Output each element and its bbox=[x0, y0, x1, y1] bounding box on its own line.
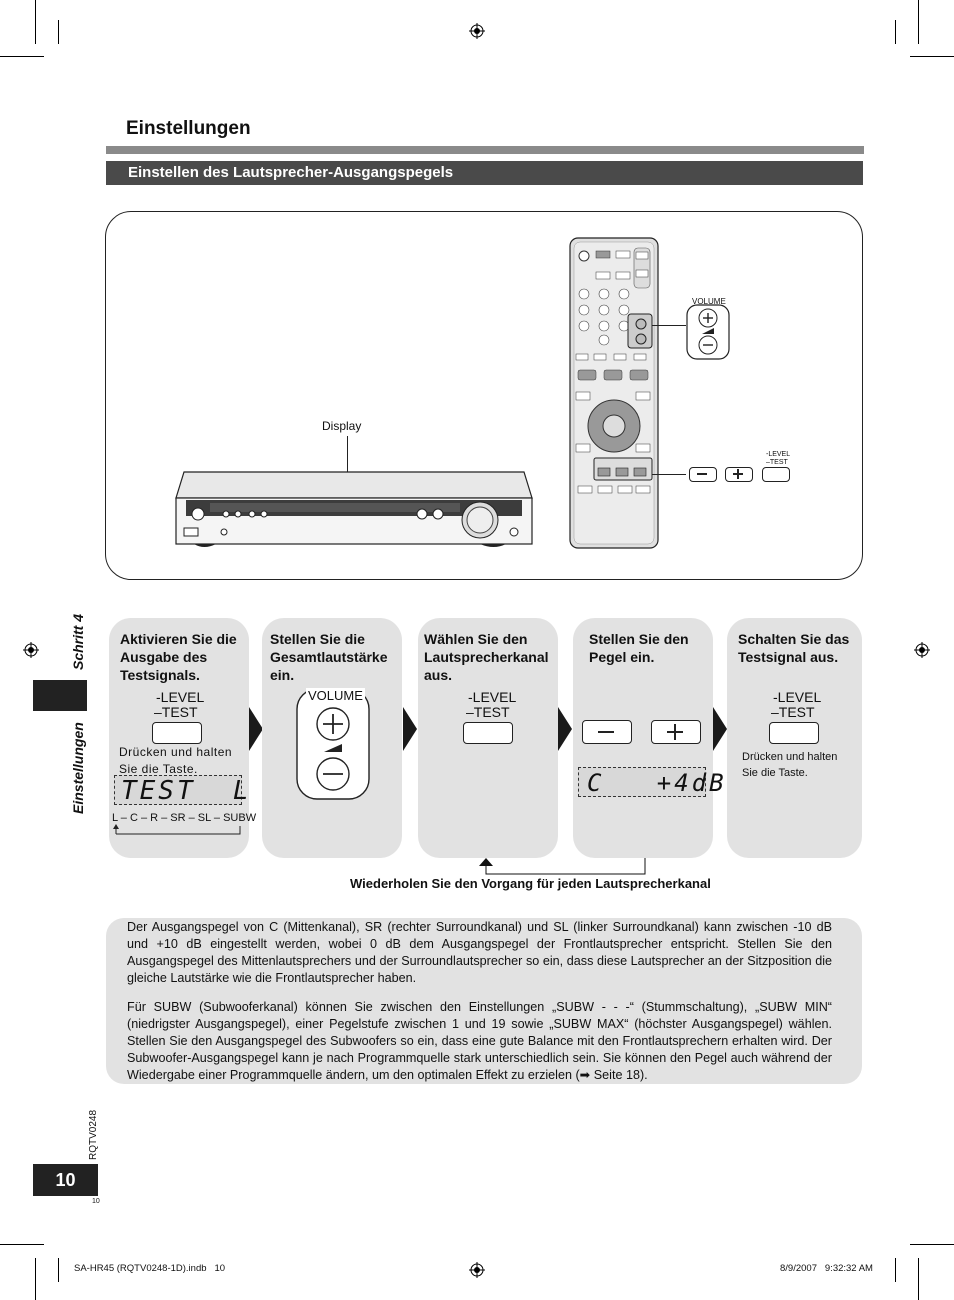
registration-mark-icon bbox=[23, 642, 39, 658]
test-label: –TEST bbox=[154, 704, 198, 720]
side-tab-marker bbox=[33, 680, 87, 711]
section-title: Einstellungen bbox=[126, 118, 251, 139]
minus-icon bbox=[697, 473, 707, 475]
level-test-button[interactable] bbox=[769, 722, 819, 744]
level-label: -LEVEL bbox=[468, 689, 517, 705]
info-paragraph: Der Ausgangspegel von C (Mittenkanal), S… bbox=[127, 920, 832, 985]
crop-mark bbox=[0, 56, 44, 57]
info-box bbox=[106, 918, 862, 1084]
crop-mark bbox=[58, 20, 59, 44]
hold-note: Drücken und halten Sie die Taste. bbox=[742, 751, 838, 779]
receiver-unit bbox=[175, 471, 533, 547]
info-paragraph: Für SUBW (Subwooferkanal) können Sie zwi… bbox=[127, 1000, 832, 1082]
doc-code: RQTV0248 bbox=[88, 1109, 99, 1160]
crop-mark bbox=[918, 1258, 919, 1300]
level-test-label: -LEVEL –TEST bbox=[766, 451, 791, 466]
crop-mark bbox=[58, 1258, 59, 1282]
crop-mark bbox=[35, 0, 36, 44]
small-page-number: 10 bbox=[92, 1198, 100, 1205]
hold-note: Drücken und halten Sie die Taste. bbox=[119, 745, 233, 776]
step-arrow-icon bbox=[403, 707, 417, 751]
minus-button[interactable] bbox=[689, 467, 717, 482]
step-heading: Stellen Sie den Pegel ein. bbox=[589, 631, 689, 665]
remote-control bbox=[569, 237, 659, 549]
plus-icon-vertical bbox=[674, 724, 676, 740]
repeat-bracket bbox=[479, 858, 646, 875]
channel-sequence: L – C – R – SR – SL – SUBW bbox=[112, 812, 257, 824]
level-test-button[interactable] bbox=[152, 722, 202, 744]
repeat-note: Wiederholen Sie den Vorgang für jeden La… bbox=[350, 876, 711, 891]
plus-button[interactable] bbox=[725, 467, 753, 482]
footer-timestamp: 8/9/2007 9:32:32 AM bbox=[780, 1263, 873, 1274]
registration-mark-icon bbox=[469, 23, 485, 39]
display-label: Display bbox=[322, 419, 362, 433]
volume-callout-label: VOLUME bbox=[692, 297, 726, 306]
crop-mark bbox=[918, 0, 919, 44]
level-label: -LEVEL bbox=[156, 689, 205, 705]
step-heading: Aktivieren Sie die Ausgabe des Testsigna… bbox=[120, 631, 237, 683]
crop-mark bbox=[0, 1244, 44, 1245]
level-callout-line bbox=[652, 474, 686, 475]
side-step-label: Schritt 4 bbox=[70, 613, 86, 670]
header-divider bbox=[106, 146, 864, 154]
step-heading: Schalten Sie das Testsignal aus. bbox=[738, 631, 850, 665]
step-heading: Wählen Sie den Lautsprecherkanal aus. bbox=[424, 631, 549, 683]
page-number: 10 bbox=[55, 1170, 76, 1190]
step-arrow-icon bbox=[713, 707, 727, 751]
step-heading: Stellen Sie die Gesamtlautstärke ein. bbox=[270, 631, 388, 683]
plus-icon-vertical bbox=[737, 469, 739, 479]
volume-button-group[interactable] bbox=[296, 688, 370, 800]
page-number-box bbox=[33, 1164, 98, 1196]
footer-file-info: SA-HR45 (RQTV0248-1D).indb 10 bbox=[74, 1263, 226, 1274]
level-test-button[interactable] bbox=[463, 722, 513, 744]
crop-mark bbox=[895, 20, 896, 44]
volume-callout-line bbox=[652, 325, 686, 326]
display-pointer bbox=[347, 436, 348, 482]
test-label: –TEST bbox=[466, 704, 510, 720]
volume-label: VOLUME bbox=[306, 688, 365, 703]
subsection-bar: Einstellen des Lautsprecher-Ausgangspege… bbox=[106, 161, 863, 185]
subsection-title: Einstellen des Lautsprecher-Ausgangspege… bbox=[128, 164, 454, 181]
level-lcd: C +4dB bbox=[578, 767, 724, 797]
test-label: –TEST bbox=[771, 704, 815, 720]
step-arrow-icon bbox=[558, 707, 572, 751]
step-arrow-icon bbox=[249, 707, 263, 751]
registration-mark-icon bbox=[469, 1262, 485, 1278]
test-lcd: TEST L bbox=[114, 775, 249, 806]
level-label: -LEVEL bbox=[773, 689, 822, 705]
level-test-button[interactable] bbox=[762, 467, 790, 482]
minus-icon bbox=[598, 731, 614, 733]
crop-mark bbox=[35, 1258, 36, 1300]
crop-mark bbox=[910, 56, 954, 57]
registration-mark-icon bbox=[914, 642, 930, 658]
crop-mark bbox=[910, 1244, 954, 1245]
side-section-label: Einstellungen bbox=[70, 722, 86, 814]
sequence-loop-arrow bbox=[113, 824, 241, 835]
crop-mark bbox=[895, 1258, 896, 1282]
volume-callout bbox=[686, 304, 730, 360]
